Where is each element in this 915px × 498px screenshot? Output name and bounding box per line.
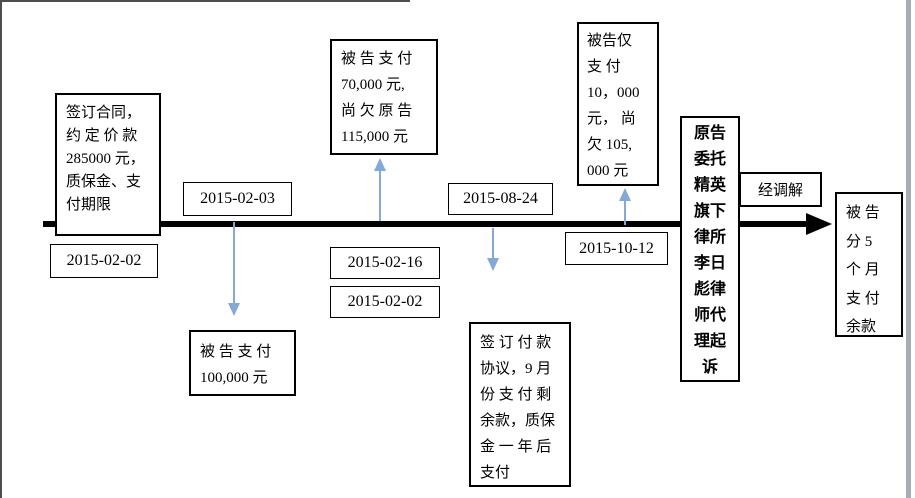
up-arrow-icon [619,188,631,201]
connector-line [492,228,494,258]
date-box-2015-02-02-second: 2015-02-02 [330,286,440,318]
page-left-edge [0,0,2,498]
timeline-arrowhead-icon [806,213,832,235]
up-arrow-icon [374,158,386,171]
page-right-edge [906,0,911,498]
event-box-paid-70000: 被 告 支 付 70,000 元, 尚 欠 原 告 115,000 元 [330,39,438,155]
event-box-contract: 签订合同， 约 定 价 款 285000 元， 质保金、支 付期限 [55,93,161,236]
connector-line [379,171,381,221]
event-box-paid-100000: 被 告 支 付 100,000 元 [189,330,296,396]
event-box-settlement: 被 告 分 5 个 月 支 付 余款 [835,192,903,337]
date-box-2015-02-16: 2015-02-16 [330,247,440,279]
connector-line [233,222,235,303]
down-arrow-icon [228,303,240,316]
date-box-2015-08-24: 2015-08-24 [448,183,553,215]
date-box-2015-02-02: 2015-02-02 [50,244,158,278]
date-box-2015-10-12: 2015-10-12 [565,232,668,265]
event-box-paid-10000: 被告仅 支 付 10，000 元， 尚 欠 105, 000 元 [577,22,659,186]
timeline-axis [43,221,808,227]
date-box-2015-02-03: 2015-02-03 [183,182,292,216]
event-box-payment-agreement: 签 订 付 款 协议，9 月 份 支 付 剩 余款，质保 金 一 年 后 支付 [469,322,571,487]
connector-line [624,201,626,225]
down-arrow-icon [487,258,499,271]
page-top-edge [0,0,410,2]
label-box-mediation: 经调解 [739,172,822,207]
event-box-lawyer-lawsuit: 原告 委托 精英 旗下 律所 李日 彪律 师代 理起 诉 [680,116,740,382]
